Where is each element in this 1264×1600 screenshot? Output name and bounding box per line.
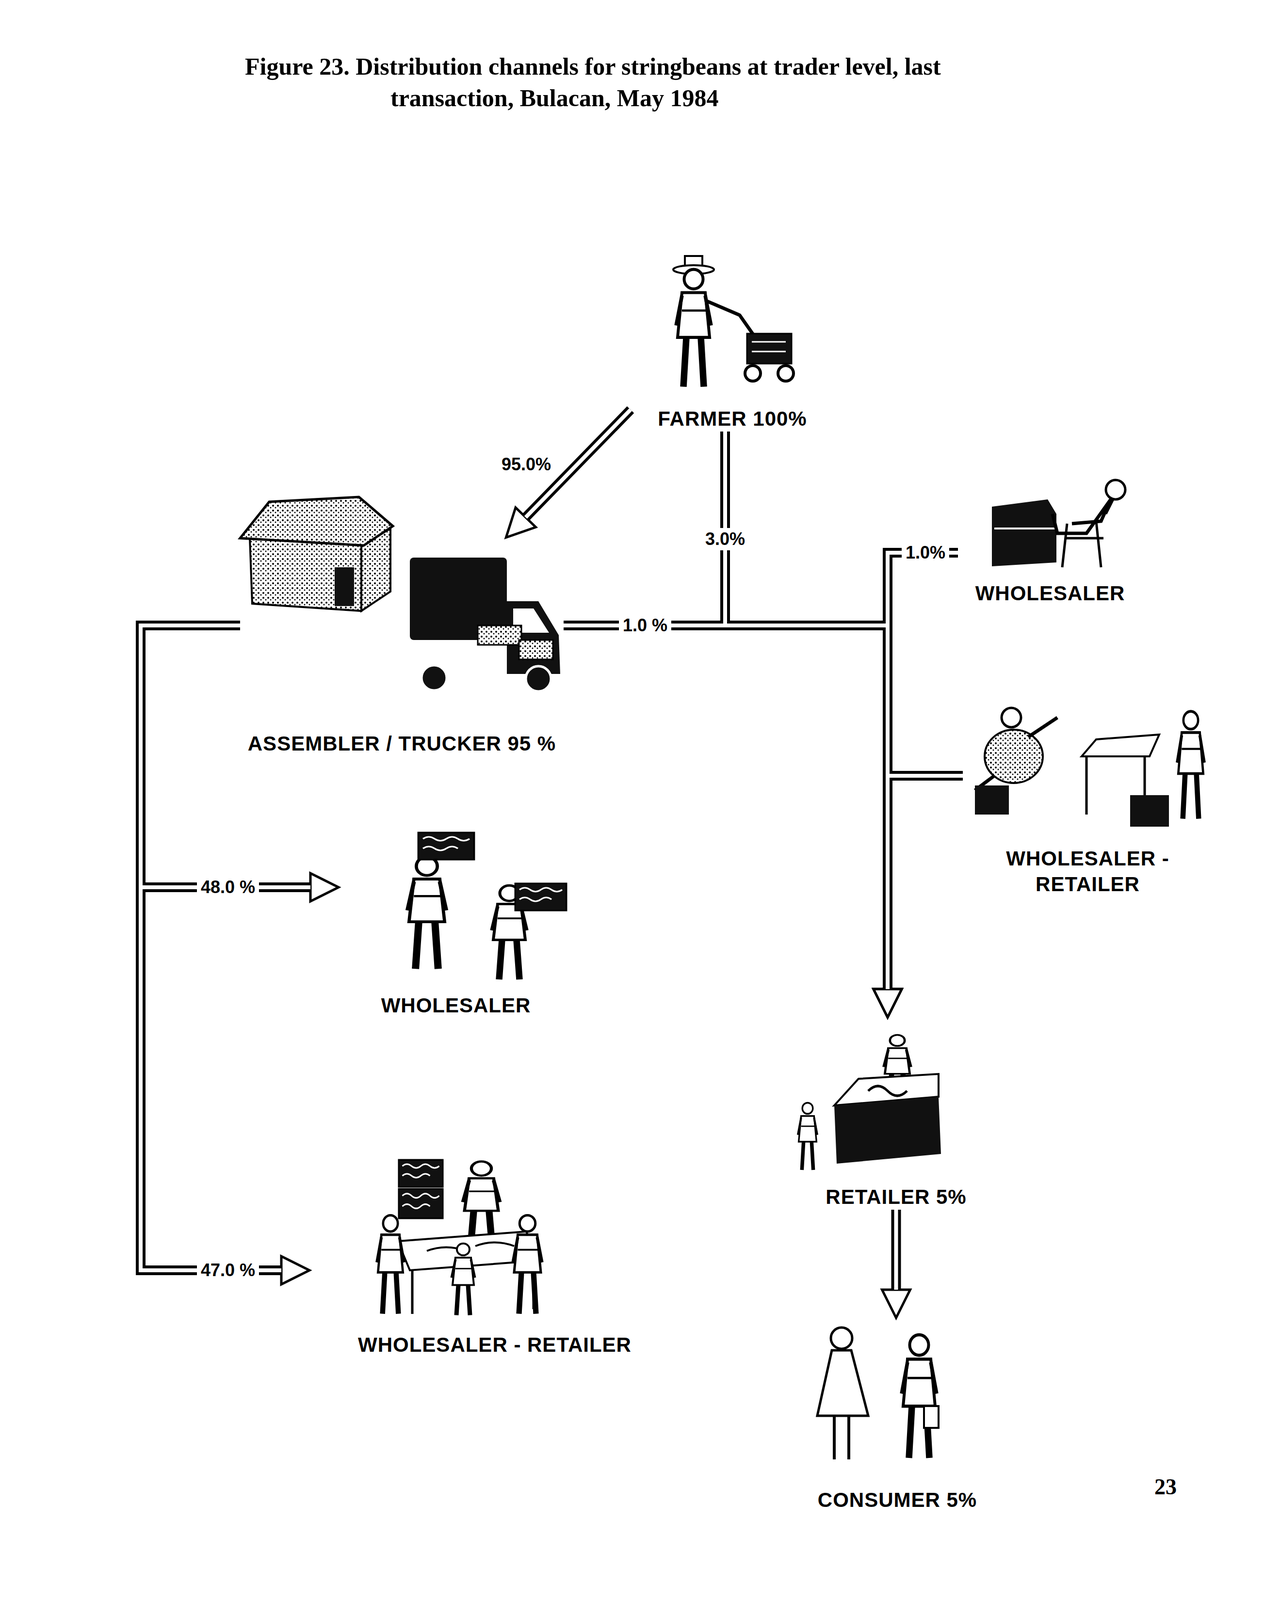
- share-label: 1.0 %: [618, 614, 672, 637]
- share-label: 48.0 %: [196, 876, 260, 899]
- share-label: 1.0%: [901, 541, 950, 565]
- connector-inner: [887, 776, 963, 990]
- connector-inner: [140, 625, 311, 888]
- connector-inner: [563, 625, 888, 990]
- warehouse-figure: [240, 497, 393, 612]
- flow-connector: [891, 1210, 902, 1291]
- node-label: FARMER 100%: [657, 406, 807, 433]
- node-label: WHOLESALER - RETAILER: [357, 1332, 632, 1359]
- node-label: RETAILER 5%: [825, 1184, 967, 1211]
- flow-connector: [725, 431, 888, 990]
- node-label: WHOLESALER: [975, 581, 1126, 607]
- channel-node: WHOLESALER - RETAILER: [962, 703, 1213, 898]
- farmer-figure: [673, 256, 794, 388]
- connector-inner: [140, 625, 282, 1271]
- wholesaler-retailer-figure-right: [974, 708, 1205, 827]
- flow-connector: [140, 625, 282, 1271]
- share-label: 95.0%: [497, 453, 555, 476]
- node-label: ASSEMBLER / TRUCKER 95 %: [247, 731, 556, 758]
- flow-connector: [563, 625, 888, 990]
- wholesaler-retailer-figure-left: [376, 1160, 543, 1316]
- channel-node: CONSUMER 5%: [793, 1319, 1002, 1514]
- connector-inner: [894, 1210, 899, 1291]
- share-label: 3.0%: [701, 528, 749, 551]
- channel-node: FARMER 100%: [630, 252, 835, 432]
- channel-node: WHOLESALER: [957, 475, 1143, 607]
- channel-node: RETAILER 5%: [790, 1018, 1002, 1211]
- channel-node: WHOLESALER - RETAILER: [310, 1149, 680, 1359]
- connector-inner: [887, 552, 958, 990]
- flow-connector: [140, 625, 311, 888]
- channel-node: ASSEMBLER / TRUCKER 95 %: [240, 538, 564, 757]
- flow-connector: [887, 776, 963, 990]
- truck-figure: [409, 557, 561, 692]
- node-label: WHOLESALER: [381, 993, 532, 1020]
- wholesaler-carriers-figure: [407, 832, 567, 980]
- wholesaler-desk-figure: [991, 480, 1126, 568]
- retailer-stall-figure: [797, 1035, 941, 1171]
- node-label: CONSUMER 5%: [817, 1488, 977, 1514]
- channel-node: WHOLESALER: [339, 795, 573, 1019]
- share-label: 47.0 %: [196, 1259, 260, 1282]
- consumer-figure: [817, 1328, 939, 1460]
- page-number: 23: [1154, 1474, 1177, 1501]
- node-label: WHOLESALER - RETAILER: [981, 846, 1195, 898]
- figure-title: Figure 23. Distribution channels for str…: [244, 50, 1031, 114]
- connector-inner: [725, 431, 888, 990]
